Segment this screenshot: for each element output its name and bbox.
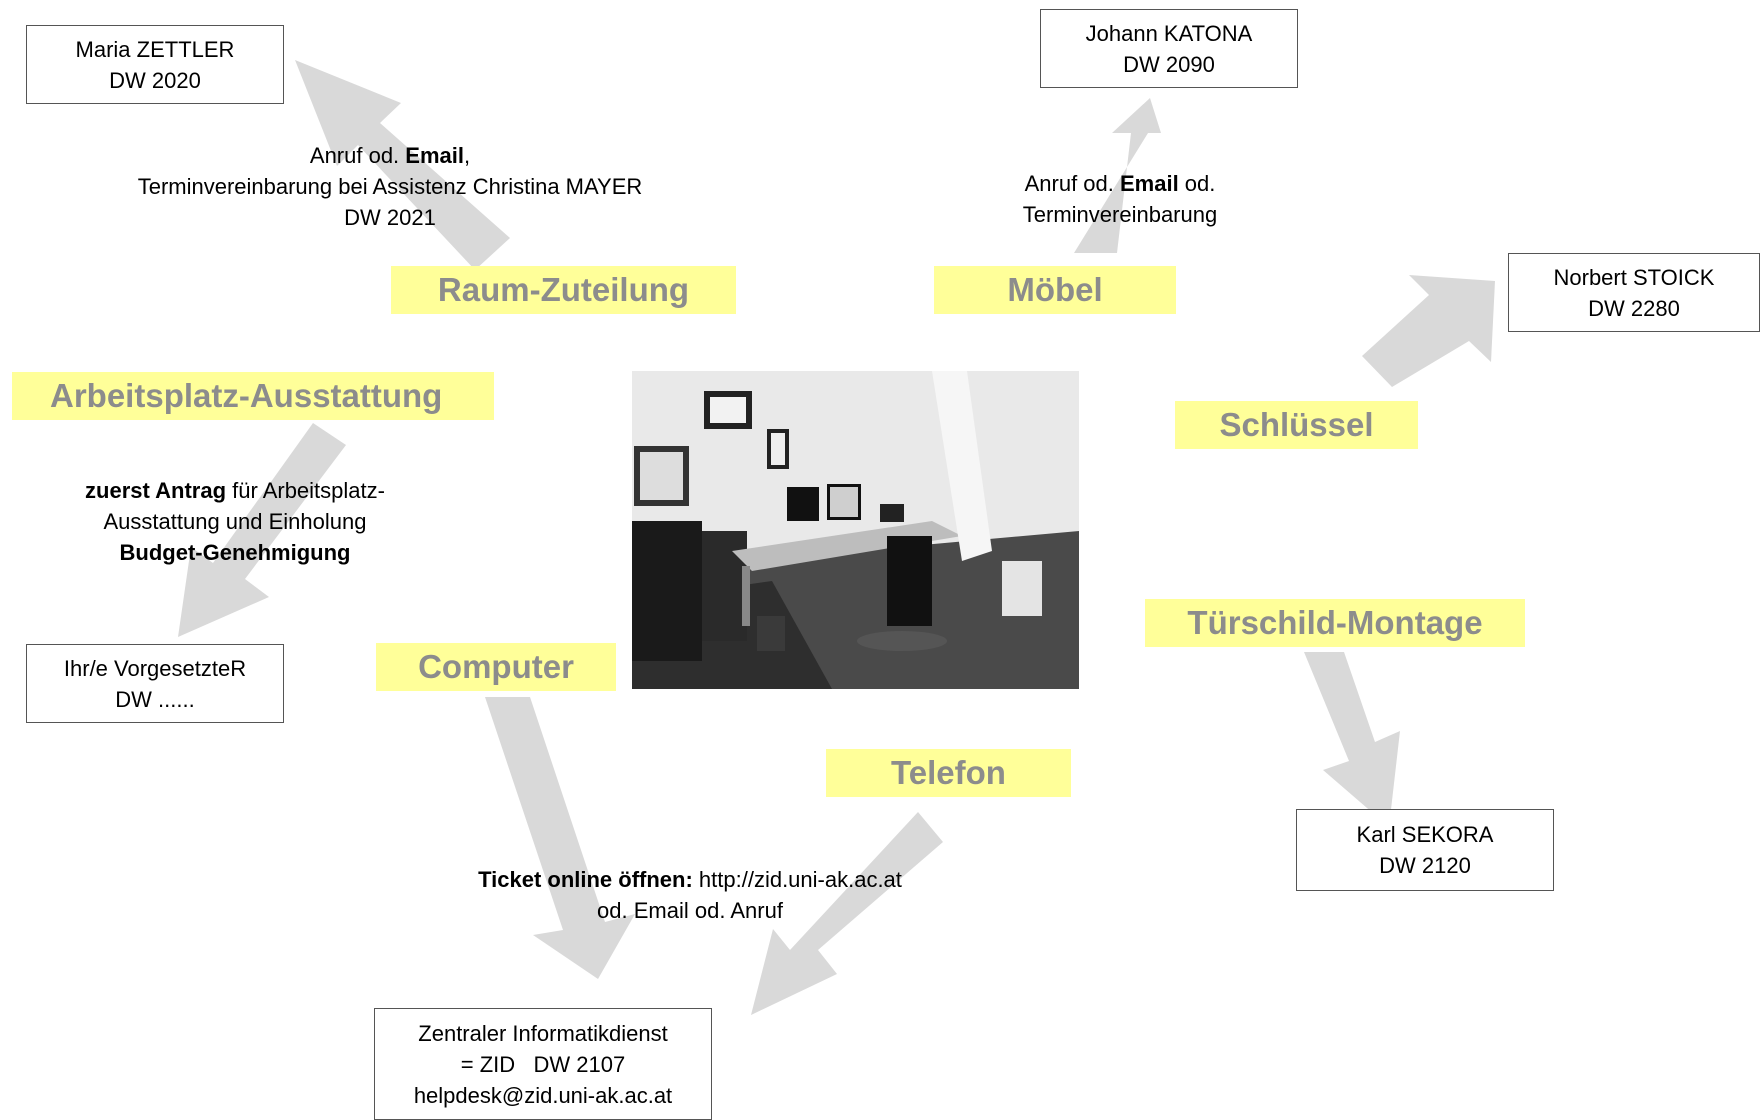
arrow-arbeitsplatz-to-vorgesetzte	[178, 423, 346, 637]
note-text: ,	[463, 143, 471, 168]
topic-moebel: Möbel	[934, 266, 1176, 314]
contact-name: Karl SEKORA	[1356, 822, 1494, 847]
contact-name: Norbert STOICK	[1553, 264, 1715, 290]
contact-extension: DW 2280	[1588, 295, 1680, 321]
contact-box-vorgesetzte: Ihr/e VorgesetzteR DW ......	[26, 644, 284, 723]
note-text: Terminvereinbarung bei Assistenz Christi…	[137, 174, 643, 199]
note-raum: Anruf od. Email, Terminvereinbarung bei …	[30, 140, 750, 233]
arrow-telefon-to-zid	[751, 812, 943, 1015]
contact-extension: DW 2120	[1379, 853, 1471, 878]
topic-telefon: Telefon	[826, 749, 1071, 797]
contact-box-zettler: Maria ZETTLER DW 2020	[26, 25, 284, 104]
topic-tuerschild-montage: Türschild-Montage	[1145, 599, 1525, 647]
note-ticket: Ticket online öffnen: http://zid.uni-ak.…	[400, 864, 980, 926]
note-text: Ausstattung und Einholung	[103, 509, 367, 534]
topic-arbeitsplatz-ausstattung: Arbeitsplatz-Ausstattung	[12, 372, 494, 420]
contact-box-katona: Johann KATONA DW 2090	[1040, 9, 1298, 88]
note-text: Anruf od.	[1024, 171, 1120, 196]
note-text: für Arbeitsplatz-	[226, 478, 385, 503]
arrow-raum-to-zettler	[295, 60, 510, 270]
note-bold-text: Email	[1119, 171, 1179, 196]
contact-extension: DW 2090	[1123, 51, 1215, 77]
contact-name: Johann KATONA	[1085, 20, 1253, 46]
note-bold-text: zuerst Antrag	[85, 478, 227, 503]
note-text: od. Email od. Anruf	[597, 898, 783, 923]
topic-raum-zuteilung: Raum-Zuteilung	[391, 266, 736, 314]
note-text: DW 2021	[344, 205, 436, 230]
topic-computer: Computer	[376, 643, 616, 691]
arrow-computer-to-zid	[485, 697, 635, 979]
arrow-moebel-to-katona	[1074, 98, 1161, 253]
contact-box-stoick: Norbert STOICK DW 2280	[1508, 253, 1760, 332]
note-text: Anruf od.	[309, 143, 406, 168]
contact-box-sekora: Karl SEKORA DW 2120	[1296, 809, 1554, 891]
arrow-tuerschild-to-sekora	[1304, 652, 1400, 827]
note-moebel: Anruf od. Email od. Terminvereinbarung	[960, 168, 1280, 230]
note-bold-text: Ticket online öffnen:	[478, 867, 693, 892]
office-photo	[632, 371, 1079, 689]
note-arbeitsplatz: zuerst Antrag für Arbeitsplatz- Ausstatt…	[20, 475, 450, 568]
contact-email: helpdesk@zid.uni-ak.ac.at	[413, 1082, 673, 1108]
contact-box-zid: Zentraler Informatikdienst = ZID DW 2107…	[374, 1008, 712, 1120]
topic-schluessel: Schlüssel	[1175, 401, 1418, 449]
contact-name: Ihr/e VorgesetzteR	[63, 655, 247, 681]
contact-extension: DW 2020	[109, 67, 201, 93]
note-text: http://zid.uni-ak.ac.at	[692, 867, 902, 892]
contact-name: Zentraler Informatikdienst	[418, 1020, 668, 1046]
note-bold-text: Budget-Genehmigung	[119, 540, 351, 565]
contact-extension: = ZID DW 2107	[460, 1051, 626, 1077]
note-text: od.	[1178, 171, 1216, 196]
arrow-schluessel-to-stoick	[1362, 275, 1495, 387]
note-bold-text: Email	[405, 143, 464, 168]
contact-name: Maria ZETTLER	[75, 36, 235, 62]
note-text: Terminvereinbarung	[1022, 202, 1218, 227]
contact-extension: DW ......	[115, 686, 195, 712]
